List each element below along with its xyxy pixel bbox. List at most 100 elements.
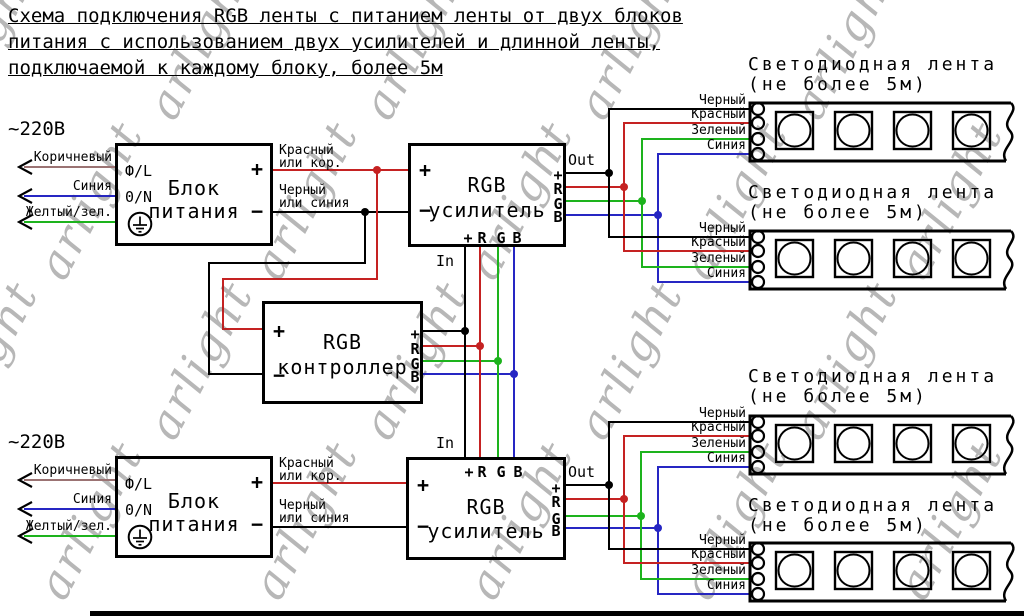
amp-in-label: In <box>436 434 455 452</box>
strip-wire-label: Красный <box>691 420 746 435</box>
wire-segment <box>608 236 753 238</box>
wire-segment <box>208 262 366 264</box>
led-lens <box>954 113 989 148</box>
junction-dot <box>620 183 628 191</box>
wire-segment <box>272 211 409 213</box>
strip-wire-label: Красный <box>691 107 746 122</box>
led-lens <box>954 553 989 588</box>
strip-terminal <box>750 146 766 162</box>
wire-segment <box>479 246 481 458</box>
wire-segment <box>376 169 378 280</box>
psu-out-plus-label: Красный или кор. <box>279 456 342 484</box>
led-strip-graphic <box>748 541 1015 603</box>
title-line-2: питания с использованием двух усилителей… <box>8 31 661 53</box>
wire-arrow-icon <box>17 159 33 175</box>
terminal-r: R <box>410 340 420 358</box>
psu-name: Блок питания <box>148 176 240 223</box>
terminal-r: R <box>477 463 487 481</box>
wire-segment <box>565 200 643 202</box>
psu-name: Блок питания <box>148 489 240 536</box>
led-module <box>833 238 874 279</box>
terminal-b: B <box>513 463 523 481</box>
strip-wire-label: Красный <box>691 235 746 250</box>
terminal-r: R <box>477 229 487 247</box>
junction-dot <box>605 481 613 489</box>
psu-out-minus-label: Черный или синия <box>279 498 350 526</box>
wire-segment <box>565 498 625 500</box>
wire-segment <box>608 548 753 550</box>
strip-wire-label: Зеленый <box>691 436 746 451</box>
strip-wire-label: Синия <box>706 578 746 593</box>
controller-name: RGB контроллер <box>277 330 408 379</box>
led-module <box>833 550 874 591</box>
wire-segment <box>222 278 378 280</box>
led-module <box>774 110 815 151</box>
strip-wire-label: Синия <box>706 266 746 281</box>
terminal-b: B <box>410 368 420 386</box>
wire-segment <box>24 535 116 537</box>
psu-input-wire-label: Коричневый <box>33 463 112 478</box>
strip-terminal <box>750 229 766 245</box>
wire-segment <box>608 421 753 423</box>
strip-title: Светодиодная лента(не более 5м) <box>748 182 998 223</box>
wire-segment <box>565 515 642 517</box>
psu-plus-terminal: + <box>250 470 263 494</box>
strip-wire-label: Черный <box>699 533 746 548</box>
terminal-label-neutral: 0/N <box>125 188 153 206</box>
strip-wire-label: Красный <box>691 547 746 562</box>
watermark-text: arlight <box>136 272 264 448</box>
terminal-label-line: Ф/L <box>125 162 153 180</box>
strip-terminal <box>750 571 766 587</box>
rgb-amplifier-box: + − RGB усилитель + R G B + R G B <box>408 143 566 247</box>
wire-segment <box>24 195 116 197</box>
wire-segment <box>208 373 263 375</box>
title-line-1: Схема подключения RGB ленты с питанием л… <box>8 5 683 27</box>
psu-input-wire-label: Синия <box>72 492 112 507</box>
terminal-plus: + <box>463 229 473 247</box>
amp-name: RGB усилитель <box>427 495 545 543</box>
wire-segment <box>24 221 116 223</box>
led-lens <box>895 113 930 148</box>
wire-segment <box>24 508 116 510</box>
wire-segment <box>222 328 263 330</box>
strip-wire-label: Зеленый <box>691 251 746 266</box>
led-lens <box>836 113 871 148</box>
led-module <box>833 423 874 464</box>
led-lens <box>895 553 930 588</box>
wire-segment <box>422 330 466 332</box>
psu-out-plus-label: Красный или кор. <box>279 143 342 171</box>
led-module <box>951 423 992 464</box>
wire-segment <box>422 373 515 375</box>
ground-icon <box>127 211 153 237</box>
wire-segment <box>623 122 753 124</box>
amp-plus-terminal: + <box>419 158 432 182</box>
wire-arrow-icon <box>17 214 33 230</box>
watermark-text: arlight <box>0 272 49 448</box>
led-lens <box>836 241 871 276</box>
strip-terminal <box>750 274 766 290</box>
junction-dot <box>620 495 628 503</box>
amp-in-label: In <box>436 252 455 270</box>
strip-wire-label: Зеленый <box>691 563 746 578</box>
strip-wire-label: Черный <box>699 406 746 421</box>
wire-segment <box>657 153 753 155</box>
terminal-label-line: Ф/L <box>125 475 153 493</box>
psu-minus-terminal: − <box>250 199 263 223</box>
terminal-g: G <box>496 229 506 247</box>
led-lens <box>777 426 812 461</box>
wire-segment <box>422 345 481 347</box>
psu-input-wire-label: Синия <box>72 179 112 194</box>
strip-terminal <box>750 459 766 475</box>
junction-dot <box>361 208 369 216</box>
terminal-plus: + <box>551 479 561 497</box>
junction-dot <box>637 512 645 520</box>
led-lens <box>895 426 930 461</box>
wire-segment <box>657 593 753 595</box>
strip-terminal <box>750 115 766 131</box>
voltage-label: ~220В <box>8 118 66 140</box>
terminal-plus: + <box>464 463 474 481</box>
wire-segment <box>565 484 610 486</box>
led-module <box>774 423 815 464</box>
terminal-r: R <box>553 180 563 198</box>
